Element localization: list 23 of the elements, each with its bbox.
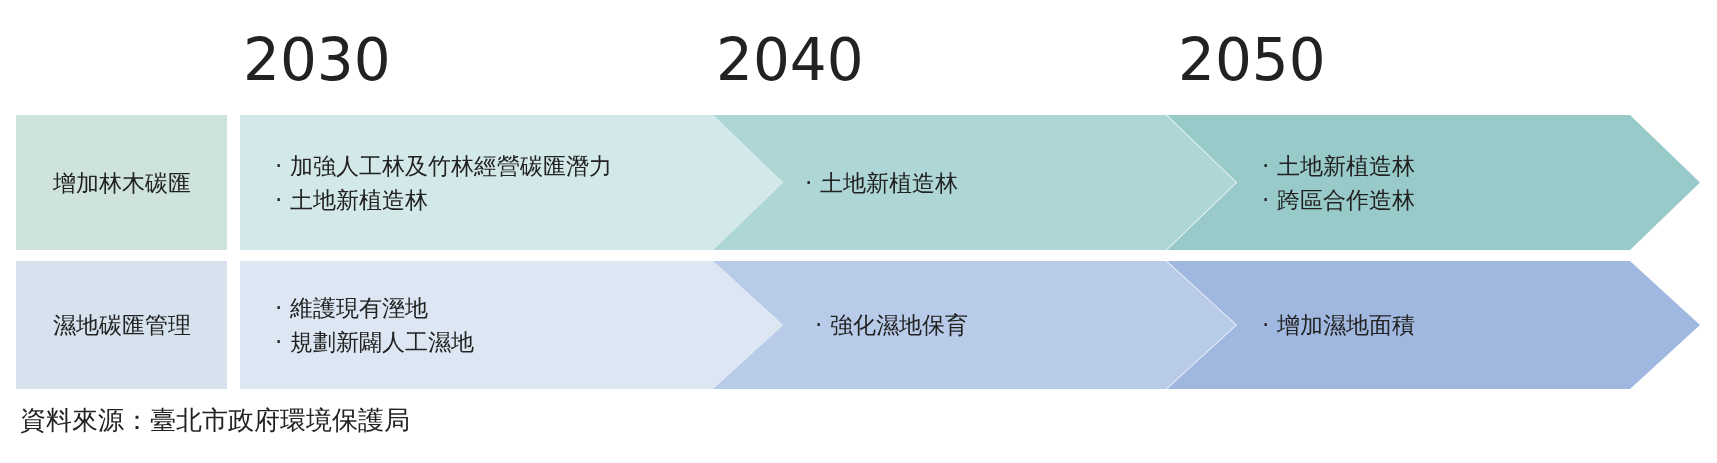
category-box <box>16 261 227 389</box>
bullet-item: · 強化濕地保育 <box>815 311 969 340</box>
category-box <box>16 115 227 250</box>
timeline-band <box>240 115 783 250</box>
year-label: 2040 <box>716 30 864 90</box>
timeline-band <box>1167 261 1700 389</box>
category-label: 增加林木碳匯 <box>52 168 191 198</box>
bullet-item: · 土地新植造林 <box>1262 151 1416 181</box>
source-note: 資料來源：臺北市政府環境保護局 <box>20 404 410 437</box>
year-label: 2050 <box>1178 30 1326 90</box>
bullet-item: · 規劃新闢人工濕地 <box>275 328 475 357</box>
timeline-band <box>1167 115 1700 250</box>
bullet-item: · 維護現有溼地 <box>275 294 429 323</box>
timeline-band <box>713 115 1236 250</box>
bullet-item: · 加強人工林及竹林經營碳匯潛力 <box>275 151 613 181</box>
timeline-band <box>240 261 783 389</box>
bullet-item: · 跨區合作造林 <box>1262 185 1416 215</box>
year-label: 2030 <box>243 30 391 90</box>
bullet-item: · 土地新植造林 <box>805 168 959 198</box>
bullet-item: · 增加濕地面積 <box>1262 311 1416 340</box>
category-label: 濕地碳匯管理 <box>52 311 191 340</box>
timeline-band <box>713 261 1236 389</box>
bullet-item: · 土地新植造林 <box>275 185 429 215</box>
